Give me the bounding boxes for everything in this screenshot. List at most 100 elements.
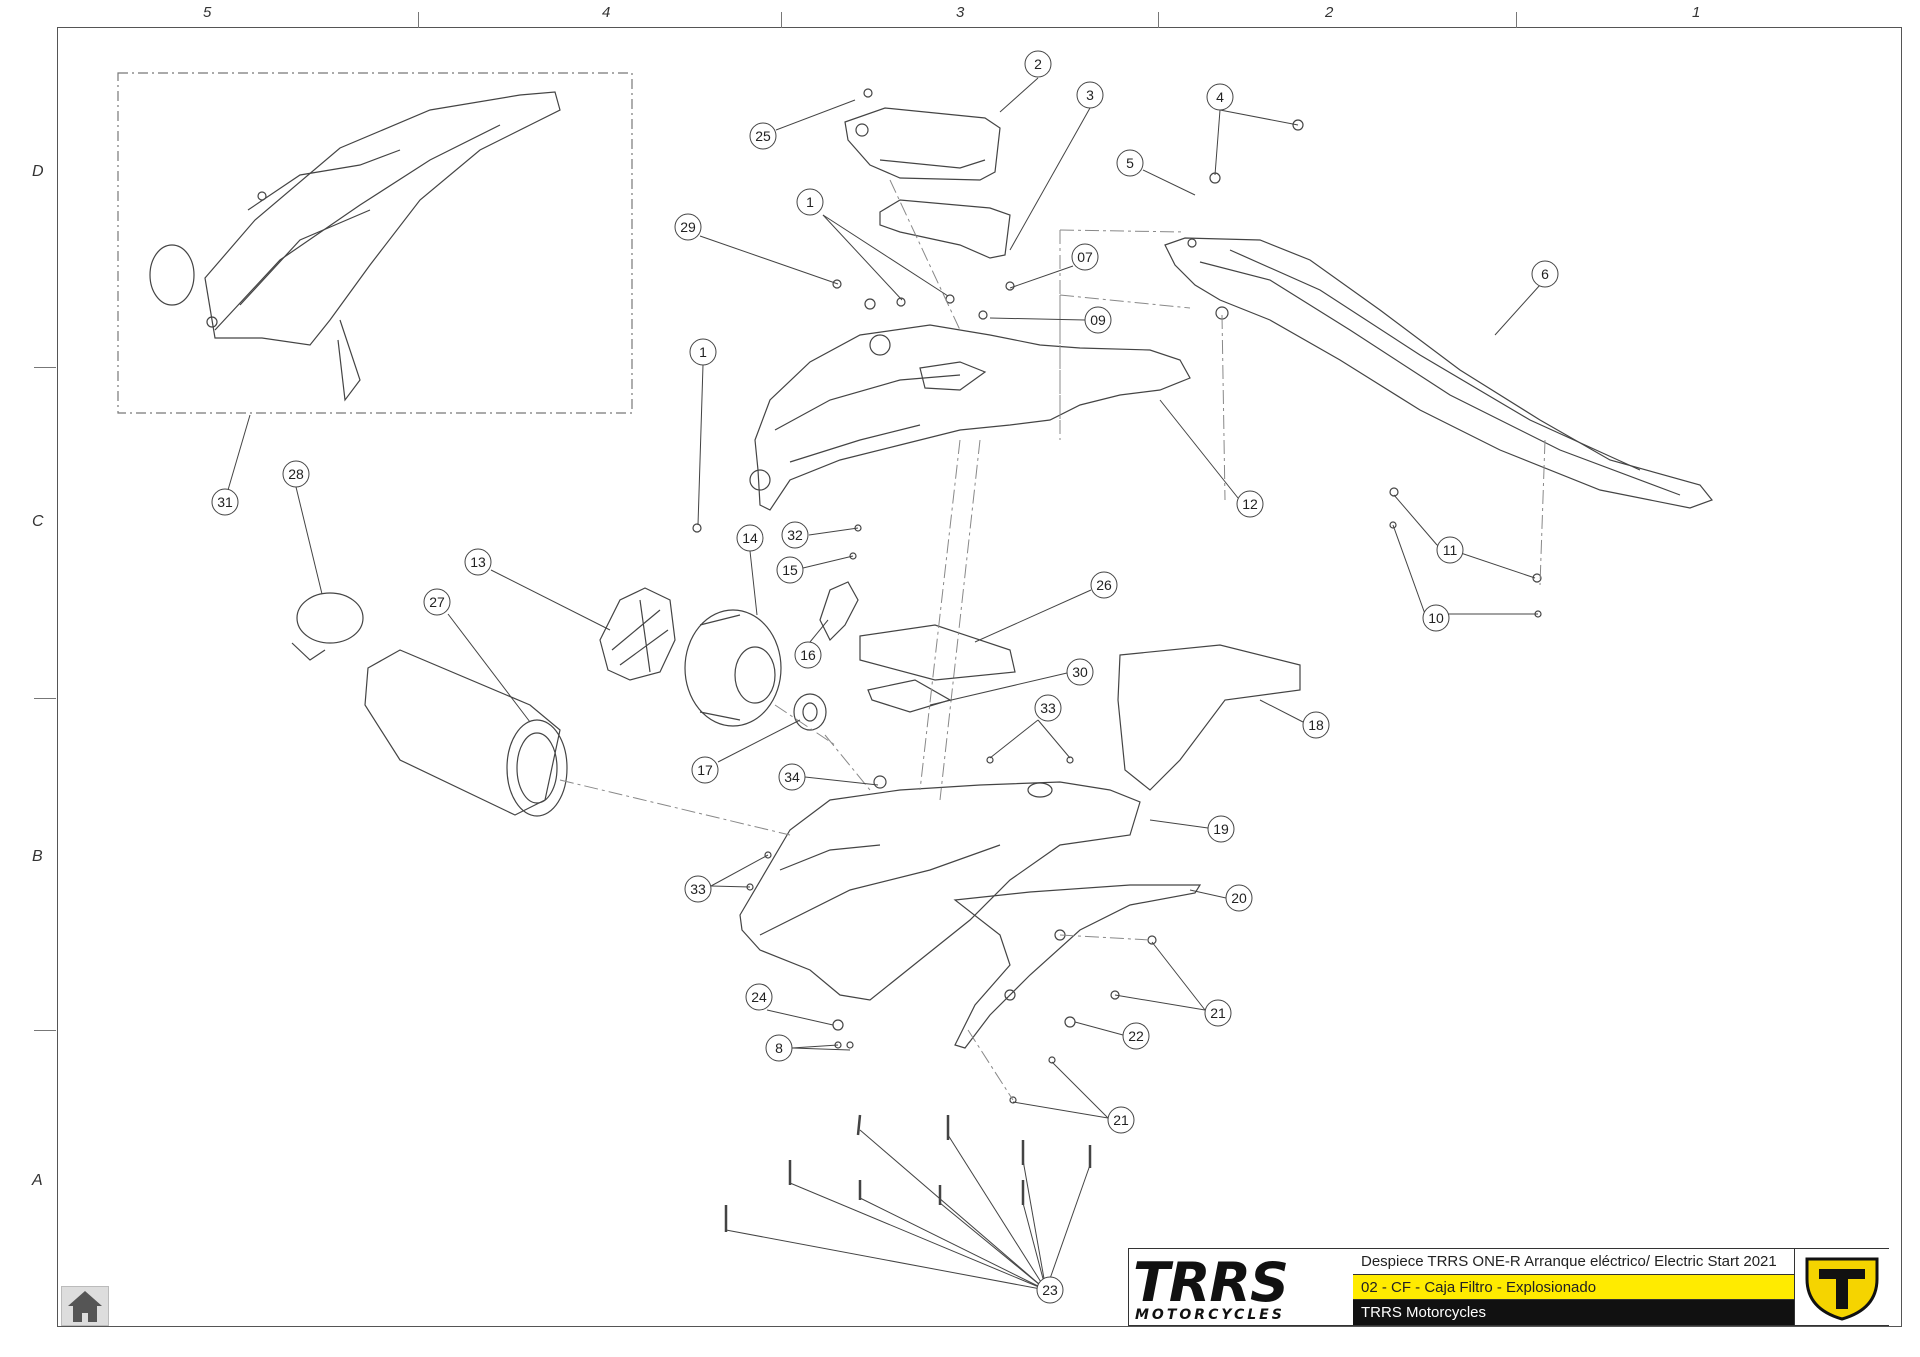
callout-34: 34 xyxy=(778,763,879,791)
svg-text:8: 8 xyxy=(775,1040,783,1056)
callout-32: 32 xyxy=(781,521,859,549)
spring-clip xyxy=(819,581,859,642)
svg-text:28: 28 xyxy=(288,466,304,482)
callout-11: 11 xyxy=(1393,494,1536,579)
svg-text:11: 11 xyxy=(1443,542,1458,558)
row-divider xyxy=(34,698,56,699)
svg-text:19: 19 xyxy=(1213,821,1229,837)
callout-18: 18 xyxy=(1259,699,1330,739)
bracket xyxy=(867,679,952,713)
hose-clamp xyxy=(296,592,364,644)
title-text-rows: Despiece TRRS ONE-R Arranque eléctrico/ … xyxy=(1353,1249,1794,1325)
filter-element xyxy=(684,609,782,727)
brand-emblem-icon xyxy=(1794,1249,1889,1325)
callout-21-upper: 21 xyxy=(1114,941,1232,1027)
gasket xyxy=(879,199,1011,259)
top-cover xyxy=(844,107,1001,181)
callout-5: 5 xyxy=(1116,149,1196,196)
svg-text:23: 23 xyxy=(1042,1282,1058,1298)
callout-16: 16 xyxy=(794,619,829,669)
column-divider xyxy=(418,12,419,28)
document-title: Despiece TRRS ONE-R Arranque eléctrico/ … xyxy=(1353,1249,1794,1275)
svg-text:16: 16 xyxy=(800,647,816,663)
svg-text:27: 27 xyxy=(429,594,445,610)
callout-07: 07 xyxy=(1009,243,1099,289)
svg-text:21: 21 xyxy=(1210,1005,1226,1021)
svg-text:15: 15 xyxy=(782,562,798,578)
drawing-frame xyxy=(57,27,1902,1327)
callout-33-top: 33 xyxy=(989,694,1071,759)
callout-24: 24 xyxy=(745,983,834,1026)
callout-20: 20 xyxy=(1189,884,1253,912)
svg-text:1: 1 xyxy=(806,194,814,210)
callout-23: 23 xyxy=(725,1129,1091,1304)
grommet xyxy=(793,693,827,731)
column-label-2: 2 xyxy=(1325,4,1334,21)
callout-22: 22 xyxy=(1074,1021,1150,1050)
brand-subtext: MOTORCYCLES xyxy=(1135,1307,1285,1323)
row-divider xyxy=(34,1030,56,1031)
row-label-d: D xyxy=(32,163,44,180)
column-label-4: 4 xyxy=(602,4,611,21)
svg-text:26: 26 xyxy=(1096,577,1112,593)
callout-25: 25 xyxy=(749,99,856,150)
home-button[interactable] xyxy=(61,1286,109,1326)
svg-text:30: 30 xyxy=(1072,664,1088,680)
svg-text:21: 21 xyxy=(1113,1112,1129,1128)
callout-10: 10 xyxy=(1392,524,1538,632)
svg-text:5: 5 xyxy=(1126,155,1134,171)
svg-text:31: 31 xyxy=(217,494,233,510)
airbox-housing xyxy=(739,781,1141,1001)
svg-text:2: 2 xyxy=(1034,56,1042,72)
callout-27: 27 xyxy=(423,588,531,723)
callout-09: 09 xyxy=(989,306,1112,334)
callout-4: 4 xyxy=(1206,83,1299,176)
callout-28: 28 xyxy=(282,460,323,595)
callout-1-top: 1 xyxy=(796,188,949,301)
home-icon xyxy=(68,1291,102,1322)
filter-cage xyxy=(599,587,676,681)
svg-text:09: 09 xyxy=(1090,312,1106,328)
callout-13: 13 xyxy=(464,548,611,631)
svg-text:34: 34 xyxy=(784,769,800,785)
svg-text:14: 14 xyxy=(742,530,758,546)
callout-6: 6 xyxy=(1494,260,1559,336)
callout-14: 14 xyxy=(736,524,764,616)
svg-text:20: 20 xyxy=(1231,890,1247,906)
title-block: TRRS MOTORCYCLES Despiece TRRS ONE-R Arr… xyxy=(1128,1248,1889,1326)
callout-2: 2 xyxy=(999,50,1052,113)
row-label-c: C xyxy=(32,513,44,530)
screw-set xyxy=(724,1114,1092,1232)
callout-21-lower: 21 xyxy=(1012,1061,1135,1134)
center-lines xyxy=(559,179,1546,1101)
intake-boot-ring xyxy=(506,719,568,817)
svg-text:6: 6 xyxy=(1541,266,1549,282)
inset-intake-ring xyxy=(149,244,195,306)
row-label-a: A xyxy=(32,1172,43,1189)
sheet-title: 02 - CF - Caja Filtro - Explosionado xyxy=(1353,1275,1794,1300)
column-divider xyxy=(781,12,782,28)
svg-text:18: 18 xyxy=(1308,717,1324,733)
svg-text:32: 32 xyxy=(787,527,803,543)
callout-1-left: 1 xyxy=(689,338,717,526)
callout-33-left: 33 xyxy=(684,854,769,903)
svg-text:24: 24 xyxy=(751,989,767,1005)
callout-3: 3 xyxy=(1009,81,1104,251)
inset-side-cover xyxy=(204,91,561,346)
column-label-3: 3 xyxy=(956,4,965,21)
svg-text:13: 13 xyxy=(470,554,486,570)
callout-30: 30 xyxy=(929,658,1094,706)
svg-text:22: 22 xyxy=(1128,1028,1144,1044)
callout-29: 29 xyxy=(674,213,839,285)
column-divider xyxy=(1158,12,1159,28)
callout-8: 8 xyxy=(765,1034,851,1062)
airbox-cover xyxy=(754,324,1191,511)
company-name: TRRS Motorcycles xyxy=(1353,1300,1794,1325)
intake-boot xyxy=(364,649,561,816)
svg-text:10: 10 xyxy=(1428,610,1444,626)
svg-text:07: 07 xyxy=(1077,249,1093,265)
rear-fender xyxy=(1164,237,1713,509)
row-divider xyxy=(34,367,56,368)
cover-plate xyxy=(859,624,1016,681)
svg-text:33: 33 xyxy=(690,881,706,897)
